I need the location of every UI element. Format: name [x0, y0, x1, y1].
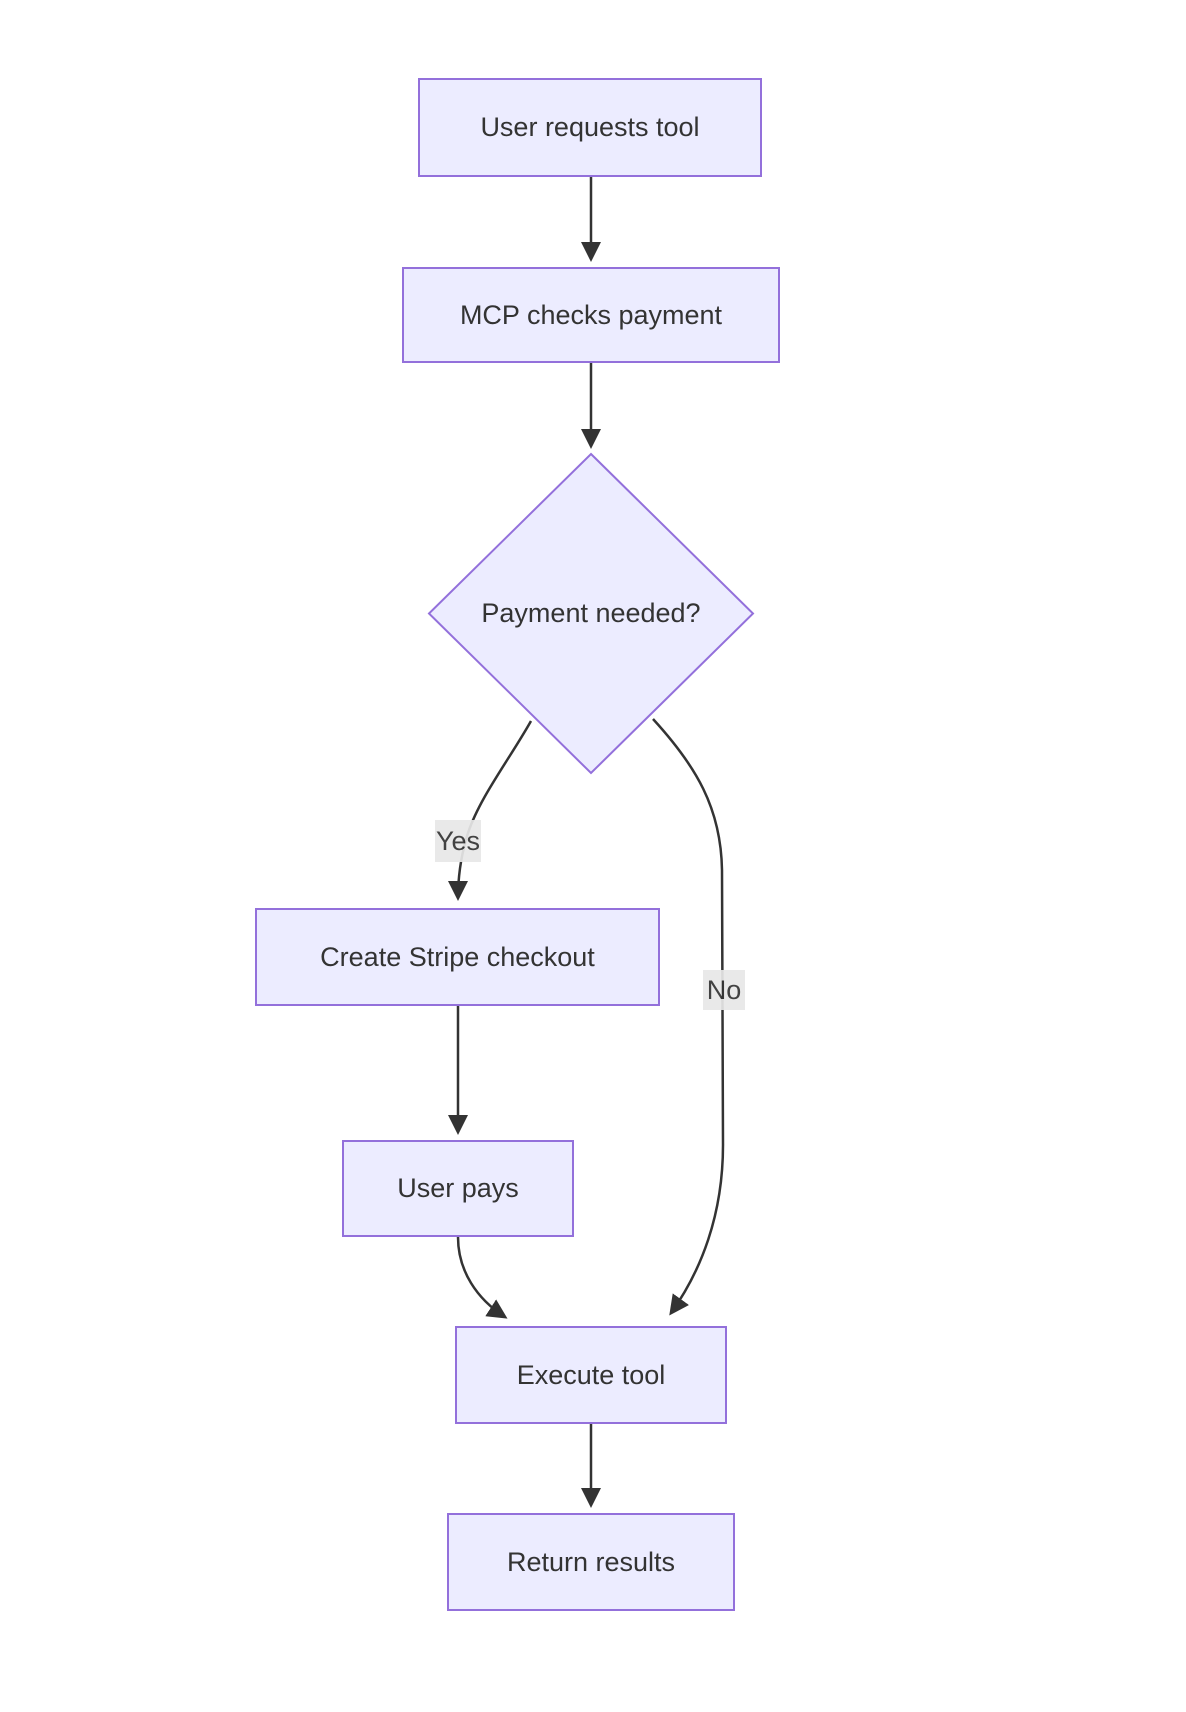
node-create-stripe-checkout: Create Stripe checkout: [255, 908, 660, 1006]
decision-diamond-shape: [427, 452, 755, 775]
node-payment-needed-decision: Payment needed?: [451, 592, 731, 634]
node-return-results-label: Return results: [506, 1546, 676, 1577]
node-return-results: Return results: [447, 1513, 735, 1611]
edge-pay-to-execute: [456, 1236, 508, 1319]
edge-label-no: No: [703, 970, 745, 1010]
node-payment-needed-label: Payment needed?: [481, 597, 701, 628]
node-create-stripe-checkout-label: Create Stripe checkout: [320, 941, 595, 972]
node-user-pays-label: User pays: [397, 1173, 519, 1203]
node-user-pays: User pays: [342, 1140, 574, 1237]
node-mcp-checks-payment-label: MCP checks payment: [459, 299, 723, 330]
edge-decision-no-to-execute: [652, 718, 725, 1316]
node-mcp-checks-payment: MCP checks payment: [402, 267, 780, 363]
node-user-requests-tool-label: User requests tool: [480, 112, 700, 142]
node-execute-tool: Execute tool: [455, 1326, 727, 1424]
edge-decision-yes-to-checkout: [448, 720, 533, 901]
node-execute-tool-label: Execute tool: [516, 1359, 666, 1390]
node-user-requests-tool: User requests tool: [418, 78, 762, 177]
edge-label-yes: Yes: [435, 820, 481, 862]
